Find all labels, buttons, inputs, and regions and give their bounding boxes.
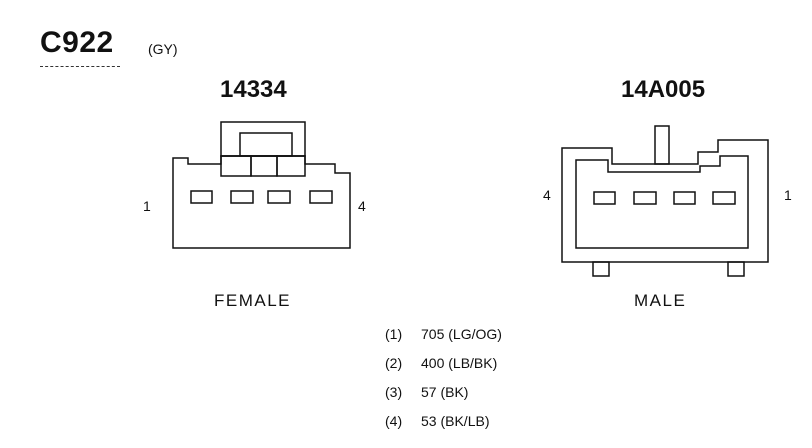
circuit-cavity: (4)	[385, 413, 403, 429]
male-foot-right	[727, 261, 745, 277]
female-connector-drawing	[172, 121, 351, 249]
female-shoulder-right	[276, 155, 306, 177]
circuit-wire: 400 (LB/BK)	[421, 355, 498, 371]
male-pin-label-left: 4	[543, 187, 551, 203]
female-cavity-2	[230, 190, 254, 204]
female-shoulder-left	[220, 155, 252, 177]
male-cavity-1	[712, 191, 736, 205]
circuit-row: (2) 400 (LB/BK)	[385, 355, 502, 384]
female-cavity-3	[267, 190, 291, 204]
circuit-wire: 53 (BK/LB)	[421, 413, 490, 429]
circuit-row: (1) 705 (LG/OG)	[385, 326, 502, 355]
male-top-post	[654, 125, 670, 165]
male-pin-label-right: 1	[784, 187, 792, 203]
connector-color-code: (GY)	[148, 41, 178, 57]
female-lock-tab-inner	[239, 132, 293, 157]
circuit-cavity: (3)	[385, 384, 403, 400]
circuit-row: (3) 57 (BK)	[385, 384, 502, 413]
circuit-list: (1) 705 (LG/OG) (2) 400 (LB/BK) (3) 57 (…	[385, 326, 502, 442]
circuit-wire: 57 (BK)	[421, 384, 469, 400]
connector-id-underline	[40, 66, 120, 67]
female-part-number: 14334	[220, 76, 287, 103]
female-pin-label-left: 1	[143, 198, 151, 214]
male-cavity-2	[673, 191, 696, 205]
male-connector-drawing	[561, 125, 769, 277]
circuit-cavity: (1)	[385, 326, 403, 342]
male-part-number: 14A005	[621, 76, 706, 103]
male-foot-left	[592, 261, 610, 277]
male-cavity-4	[593, 191, 616, 205]
male-label: MALE	[634, 291, 687, 310]
female-pin-label-right: 4	[358, 198, 366, 214]
male-housing-inner	[575, 155, 749, 249]
male-cavity-3	[633, 191, 657, 205]
circuit-cavity: (2)	[385, 355, 403, 371]
circuit-wire: 705 (LG/OG)	[421, 326, 502, 342]
female-shoulder-middle	[250, 155, 278, 177]
female-cavity-1	[190, 190, 213, 204]
female-label: FEMALE	[214, 291, 292, 310]
circuit-row: (4) 53 (BK/LB)	[385, 413, 502, 442]
connector-id: C922	[40, 26, 114, 59]
female-cavity-4	[309, 190, 333, 204]
female-housing	[172, 155, 351, 249]
male-housing-outer	[561, 139, 769, 263]
